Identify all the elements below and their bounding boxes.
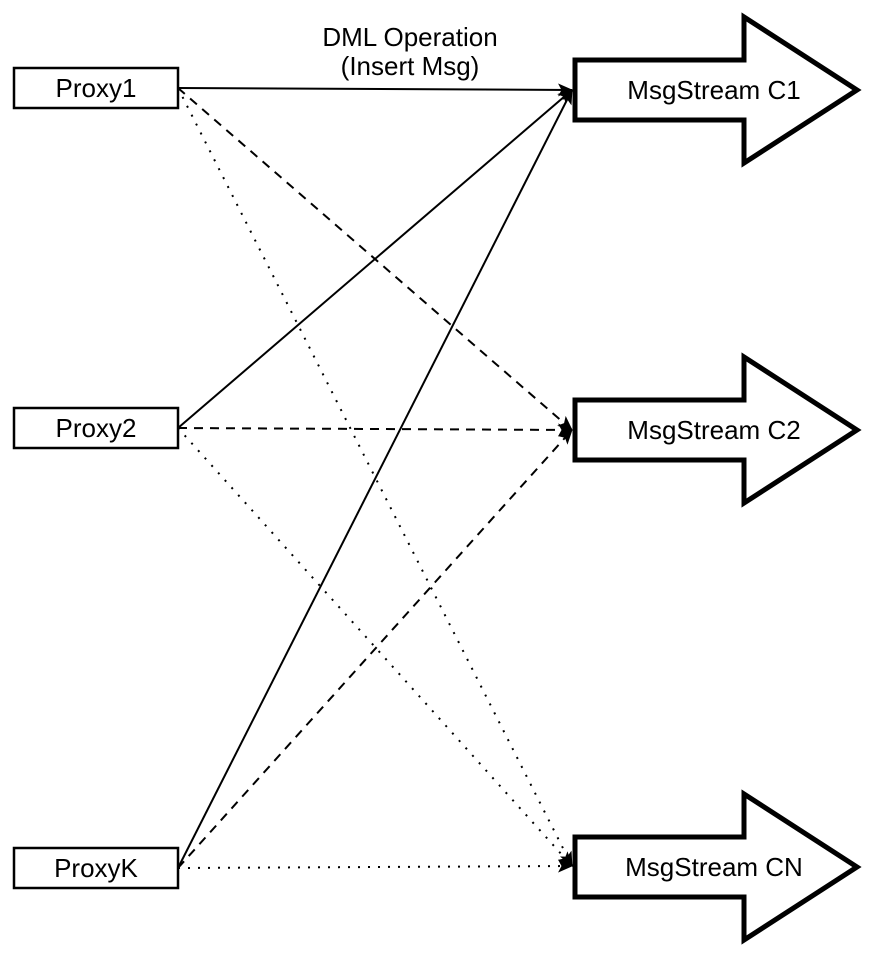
proxy-label: Proxy2: [56, 413, 137, 443]
proxy-node-proxy1: Proxy1: [12, 66, 180, 110]
edge-proxyk-cn: [177, 859, 573, 873]
proxy-box: [12, 846, 180, 890]
edge-proxy2-c1: [177, 89, 573, 429]
proxy-node-proxy2: Proxy2: [12, 406, 180, 450]
edge-proxy1-c1: [177, 83, 573, 97]
stream-node-c2: MsgStream C2: [572, 352, 862, 508]
annotation-line1: DML Operation: [322, 22, 497, 52]
edge-proxy2-c2: [177, 423, 573, 437]
proxy-box: [12, 66, 180, 110]
stream-node-c1: MsgStream C1: [572, 12, 862, 168]
edge-proxyk-c2: [177, 429, 573, 869]
stream-label: MsgStream C1: [627, 75, 800, 105]
right-arrow-shape: [572, 12, 862, 168]
right-arrow-shape: [572, 789, 862, 945]
annotation-line2: (Insert Msg): [341, 51, 480, 81]
proxy-node-proxyk: ProxyK: [12, 846, 180, 890]
edge-proxy2-cn: [177, 427, 573, 867]
edge-proxyk-c1: [177, 89, 573, 869]
stream-label: MsgStream C2: [627, 415, 800, 445]
edge-annotation: DML Operation (Insert Msg): [322, 22, 497, 81]
stream-node-cn: MsgStream CN: [572, 789, 862, 945]
stream-label: MsgStream CN: [625, 852, 803, 882]
proxy-label: ProxyK: [54, 853, 138, 883]
proxy-box: [12, 406, 180, 450]
proxy-label: Proxy1: [56, 73, 137, 103]
right-arrow-shape: [572, 352, 862, 508]
edges-layer: [177, 83, 573, 873]
